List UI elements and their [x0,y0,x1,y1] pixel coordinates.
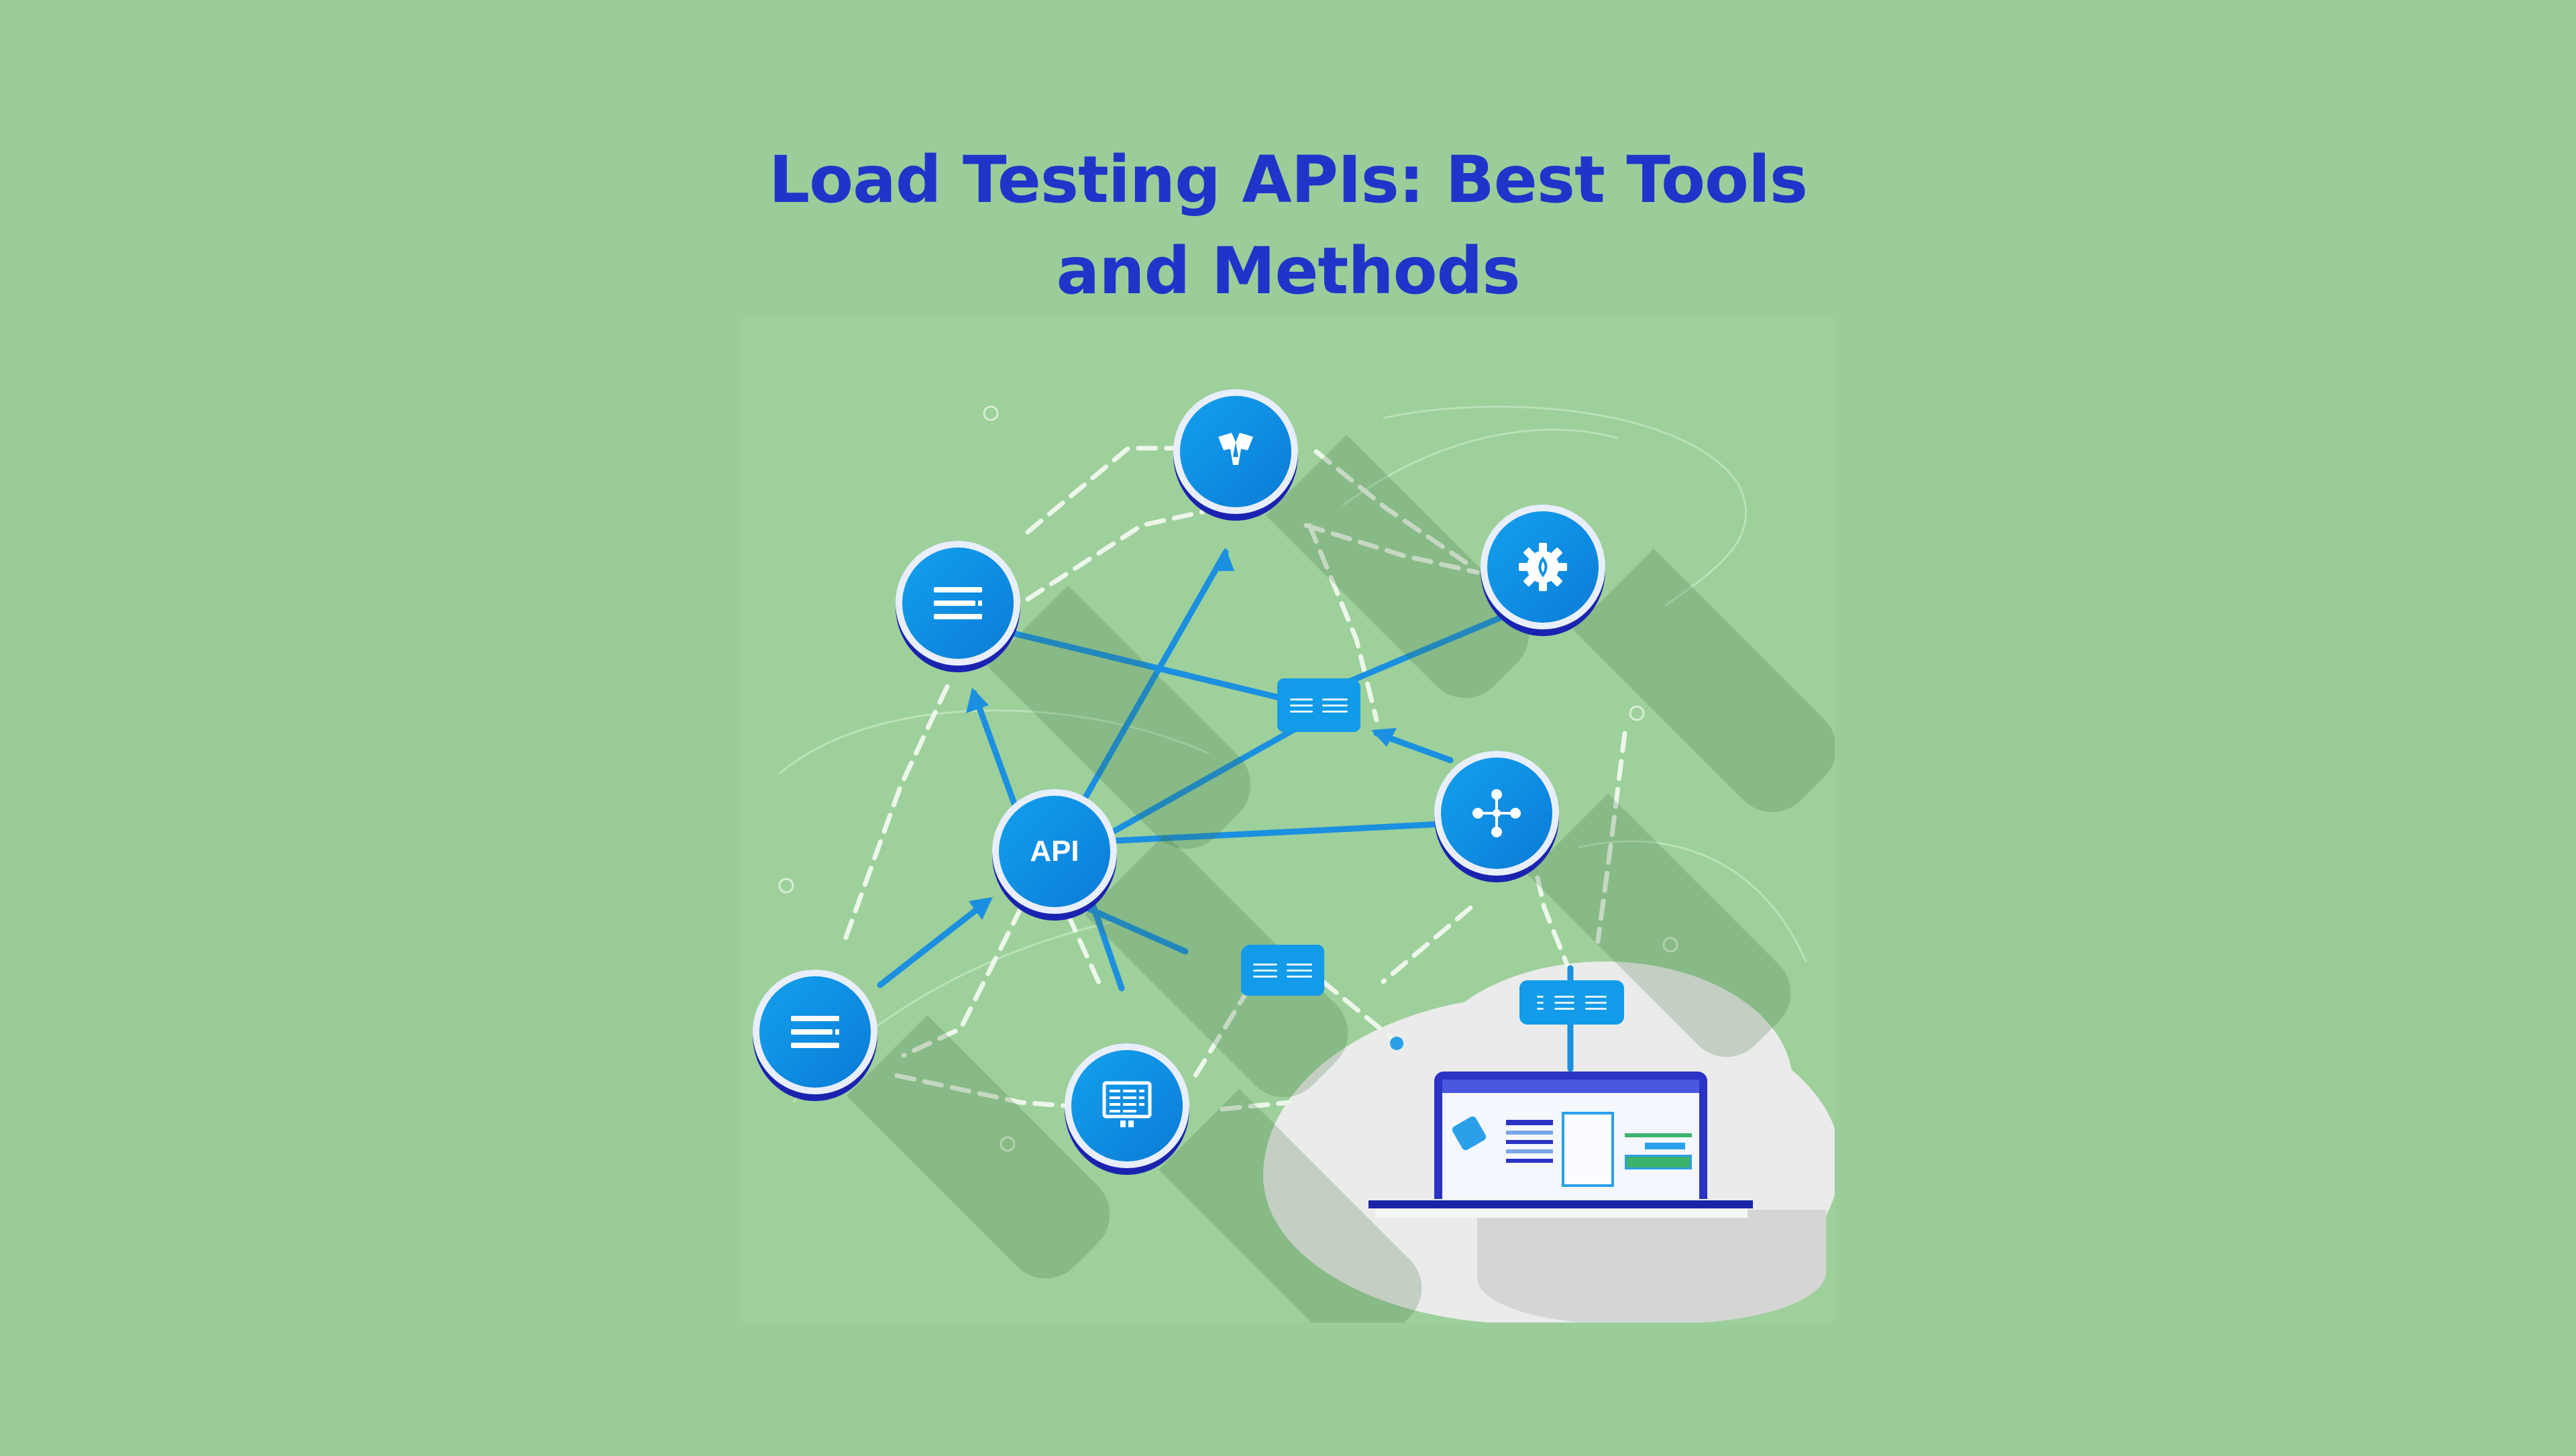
gear-icon [1519,543,1567,591]
node-gear [1481,505,1605,636]
node-api: API [992,789,1117,921]
laptop-base [1368,1200,1753,1208]
shield-icon [1218,433,1253,465]
connection-lines [778,405,1807,1152]
cloud-data-tag [1519,980,1624,1025]
page-title: Load Testing APIs: Best Tools and Method… [0,134,2576,317]
title-line-2: and Methods [1056,233,1521,309]
laptop-icon [1434,1072,1707,1199]
monitor-icon [1102,1081,1152,1127]
node-network [1434,751,1559,882]
laptop-screen-content [1442,1080,1699,1199]
title-line-1: Load Testing APIs: Best Tools [768,142,1808,217]
menu-lines-icon [934,587,982,619]
node-menu-bottom [753,970,877,1101]
folder-icon [1253,963,1312,978]
menu-lines-icon [791,1016,839,1048]
api-label: API [1030,835,1079,868]
folder-badge-lower [1241,945,1324,996]
folder-badge-center [1277,678,1360,732]
data-card-icon [1537,995,1607,1010]
cloud-shadow [1477,1210,1826,1322]
network-hub-icon [1472,789,1521,837]
laptop-base-light [1375,1208,1748,1218]
node-menu-top [896,541,1020,672]
node-monitor [1065,1043,1189,1175]
folder-icon [1290,698,1348,713]
network-illustration: API [739,317,1835,1322]
node-shield [1173,389,1298,521]
